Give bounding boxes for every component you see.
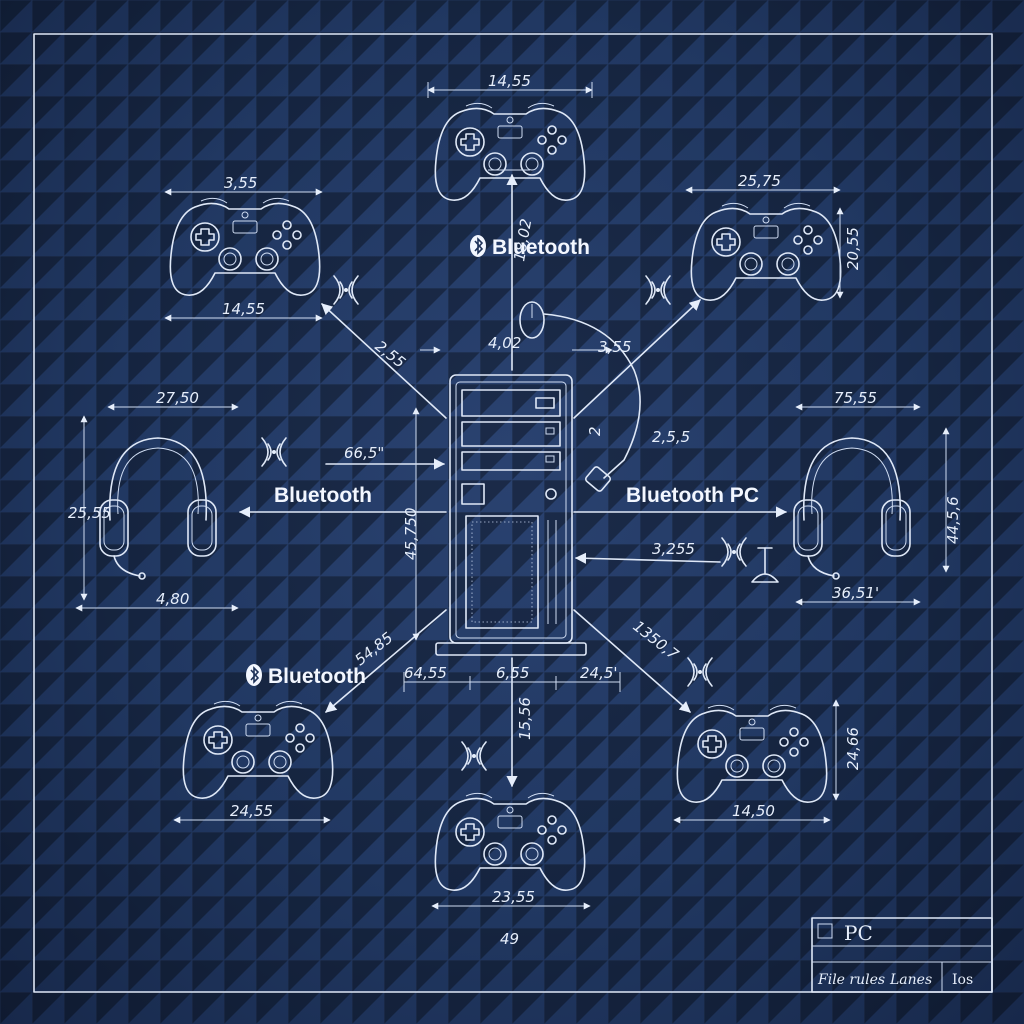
- bluetooth-label-left: Bluetooth: [274, 484, 372, 507]
- dim-base-left: 64,55: [404, 664, 447, 682]
- title-block-subtitle-mid: Lanes: [889, 972, 932, 988]
- dim-base-right: 24,5': [580, 664, 618, 682]
- dimension-lines: [75, 82, 950, 910]
- title-block-subtitle-right: Ios: [952, 972, 973, 988]
- dim-right-headset-bottom: 36,51': [832, 584, 879, 602]
- dim-right-mid-small: 2: [586, 426, 604, 436]
- dim-left-headset-bottom: 4,80: [156, 590, 189, 608]
- dim-right-mid: 2,5,5: [652, 428, 690, 446]
- dim-center-top-right: 3,55: [598, 338, 631, 356]
- dim-bl-ctrl-bottom: 24,55: [230, 802, 273, 820]
- dim-br-ctrl-side: 24,66: [844, 727, 862, 770]
- dim-base-mid: 6,55: [496, 664, 529, 682]
- border-frame: [33, 33, 993, 993]
- bluetooth-icon-2: [245, 663, 263, 687]
- connection-arrows: [238, 173, 788, 788]
- pc-tower: [435, 374, 587, 656]
- dim-left-mid: 66,5": [344, 444, 384, 462]
- dim-bottom-ctrl-bottom: 23,55: [492, 888, 535, 906]
- dim-left-headset-side: 25,55: [68, 504, 111, 522]
- mouse-icon: [519, 301, 641, 492]
- dim-center-top: 4,02: [488, 334, 521, 352]
- dim-right-lower: 3,255: [652, 540, 695, 558]
- bluetooth-label-top: Bluetooth: [492, 236, 590, 259]
- dim-right-headset-side: 44,5,6: [944, 496, 962, 544]
- dim-br-ctrl-bottom: 14,50: [732, 802, 775, 820]
- title-block-subtitle-left: File rules: [817, 972, 885, 988]
- title-block: PC File rules Lanes Ios: [811, 917, 993, 993]
- dim-tl-ctrl-bottom: 14,55: [222, 300, 265, 318]
- title-block-title: PC: [844, 921, 873, 945]
- bluetooth-icon-1: [469, 234, 487, 258]
- dim-tr-ctrl-side: 20,55: [844, 227, 862, 270]
- microphone-icon: [751, 547, 779, 583]
- dim-right-headset-top: 75,55: [834, 389, 877, 407]
- dim-bottom-vertical: 15,56: [516, 697, 534, 740]
- dim-top-ctrl-width: 14,55: [488, 72, 531, 90]
- bluetooth-label-right: Bluetooth PC: [626, 484, 759, 507]
- dim-tr-ctrl-top: 25,75: [738, 172, 781, 190]
- bluetooth-label-bottom-left: Bluetooth: [268, 665, 366, 688]
- dim-bottom-center: 49: [500, 930, 519, 948]
- dim-tower-height: 45,750: [402, 508, 420, 561]
- dim-left-headset-top: 27,50: [156, 389, 199, 407]
- dim-tl-ctrl-top: 3,55: [224, 174, 257, 192]
